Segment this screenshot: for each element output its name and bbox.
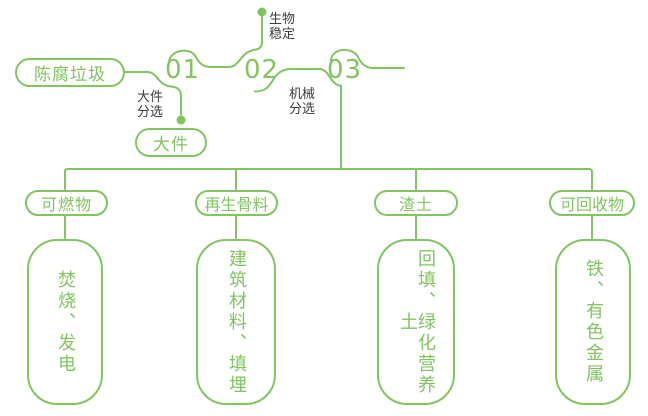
- category-node-recyclables: 可回收物: [549, 190, 635, 216]
- step-03-number: 03: [327, 55, 363, 85]
- bulky-branch-dot: [176, 115, 186, 125]
- root-node-label: 陈腐垃圾: [34, 65, 106, 85]
- step-01-number: 01: [165, 55, 201, 85]
- connector-root-to-step01: [124, 71, 182, 116]
- step-02-number: 02: [244, 55, 280, 85]
- category-label: 渣土: [398, 195, 433, 214]
- step-03-label: 机械 分选: [289, 87, 316, 117]
- outcome-box-recycled-aggregate: 建筑材料、填埋: [196, 239, 276, 405]
- connector-step01-to-step02: [168, 16, 263, 68]
- outcome-text: 建筑材料、填埋: [226, 248, 247, 396]
- outcome-text: 铁、有色金属: [583, 259, 604, 385]
- category-node-combustibles: 可燃物: [25, 190, 108, 216]
- distribution-bar: [64, 168, 593, 190]
- root-node: 陈腐垃圾: [15, 58, 125, 87]
- category-label: 再生骨料: [204, 195, 269, 214]
- branch-stems: [64, 215, 593, 239]
- connector-step03-tail: [330, 49, 405, 69]
- category-node-slag-soil: 渣土: [374, 190, 458, 216]
- step-01-label: 大件 分选: [137, 90, 164, 120]
- bulky-output-label: 大件: [153, 135, 189, 155]
- connector-step02-to-step03: [254, 68, 342, 170]
- bio-branch-dot: [257, 7, 267, 17]
- outcome-box-recyclables: 铁、有色金属: [555, 239, 631, 405]
- outcome-box-slag-soil: 回填、绿化营养土: [377, 239, 455, 405]
- outcome-text: 焚烧、发电: [55, 269, 76, 375]
- bulky-output-node: 大件: [135, 128, 207, 157]
- category-node-recycled-aggregate: 再生骨料: [195, 190, 278, 216]
- category-label: 可燃物: [40, 195, 92, 214]
- category-label: 可回收物: [559, 195, 624, 214]
- step-02-label: 生物 稳定: [269, 12, 296, 42]
- outcome-text: 回填、绿化营养土: [397, 248, 436, 396]
- outcome-box-combustibles: 焚烧、发电: [27, 239, 103, 405]
